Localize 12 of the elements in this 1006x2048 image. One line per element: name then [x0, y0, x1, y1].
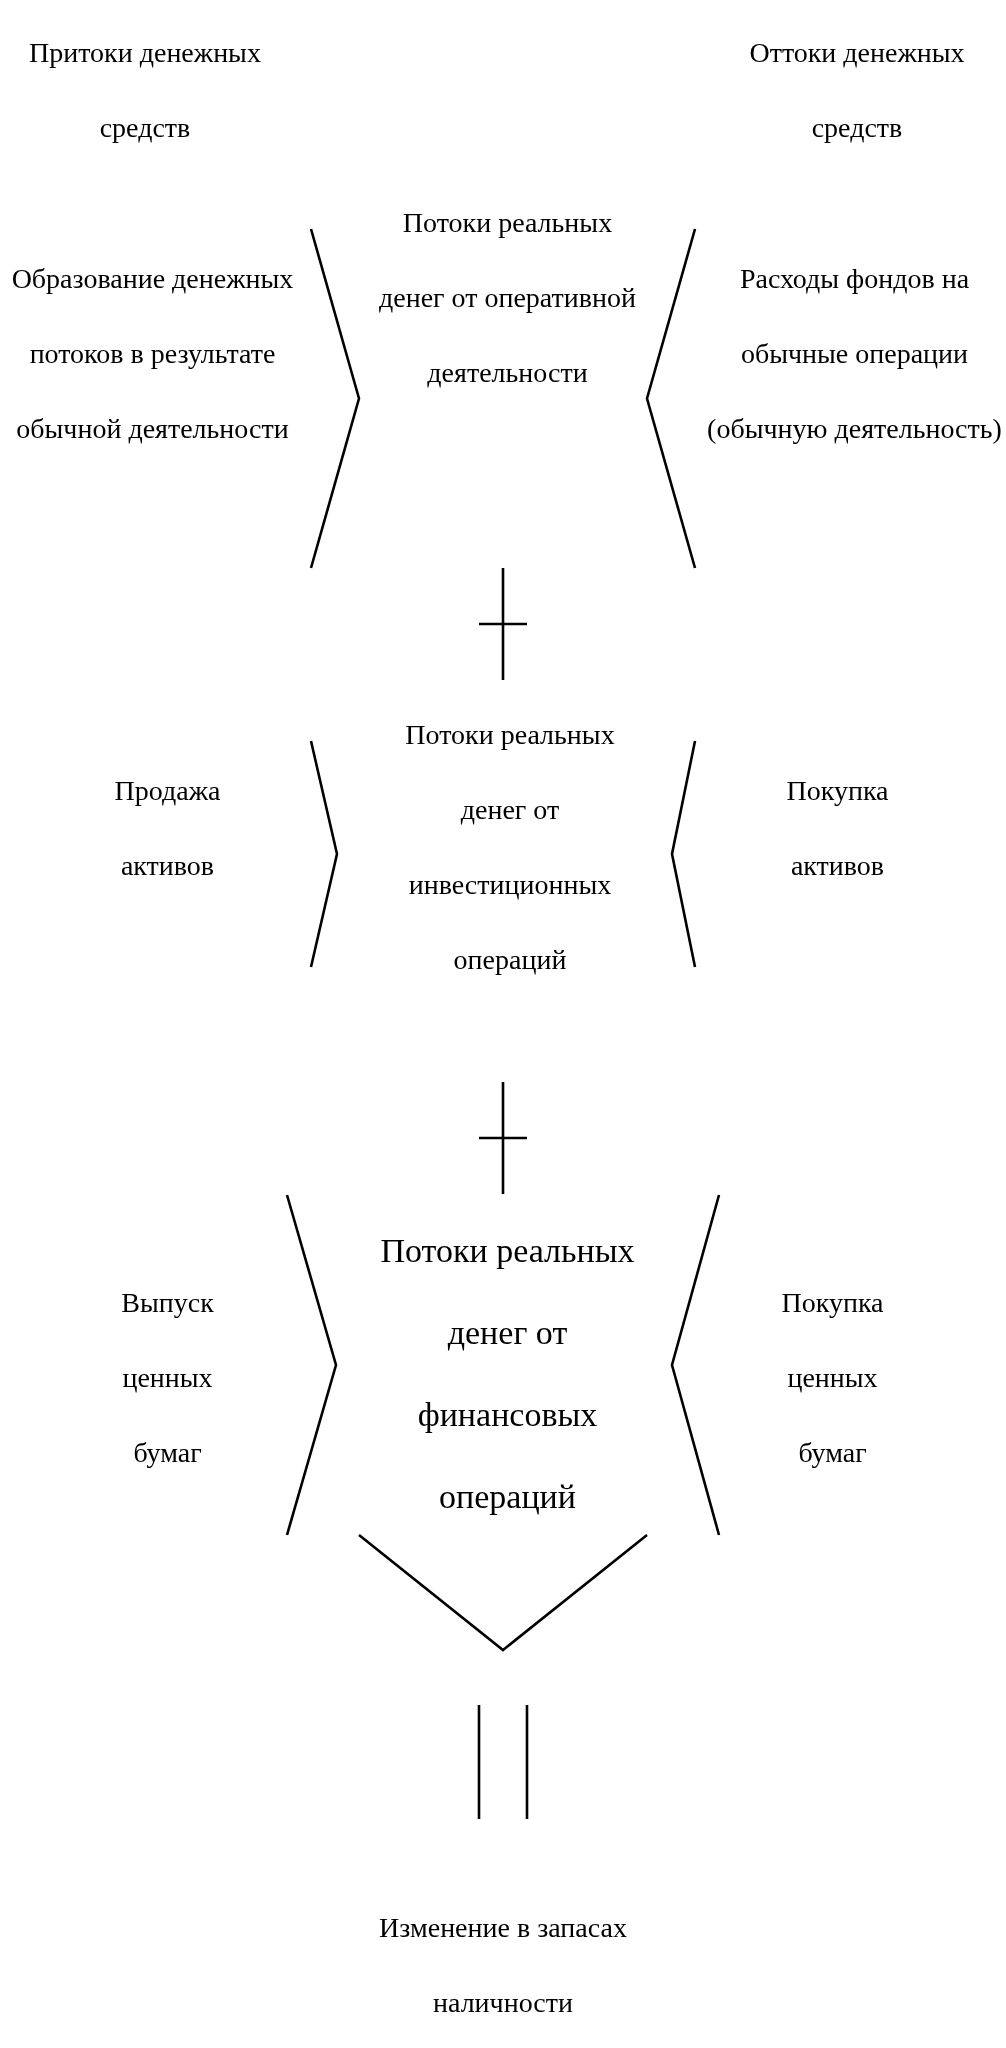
flow-text: Образование денежных потоков в результате обычной деятельности [10, 262, 295, 446]
flow-text: Выпуск ценных бумаг [120, 1286, 215, 1470]
column-heading: Притоки денежных средств [28, 36, 262, 145]
flow-text: Продажа активов [113, 774, 222, 883]
flow-text: Покупка ценных бумаг [780, 1286, 885, 1470]
flow-text: Потоки реальных денег от оперативной деятельности [378, 206, 637, 390]
flow-text: Расходы фондов на обычные операции (обычную деятельность) [706, 262, 1003, 446]
flow-text: Потоки реальных денег от инвестиционных операций [404, 718, 616, 977]
result-text: Изменение в запасах наличности [378, 1911, 628, 2020]
column-heading: Оттоки денежных средств [748, 36, 966, 145]
flow-text: Потоки реальных денег от финансовых операций [379, 1231, 636, 1517]
flow-text: Покупка активов [785, 774, 890, 883]
